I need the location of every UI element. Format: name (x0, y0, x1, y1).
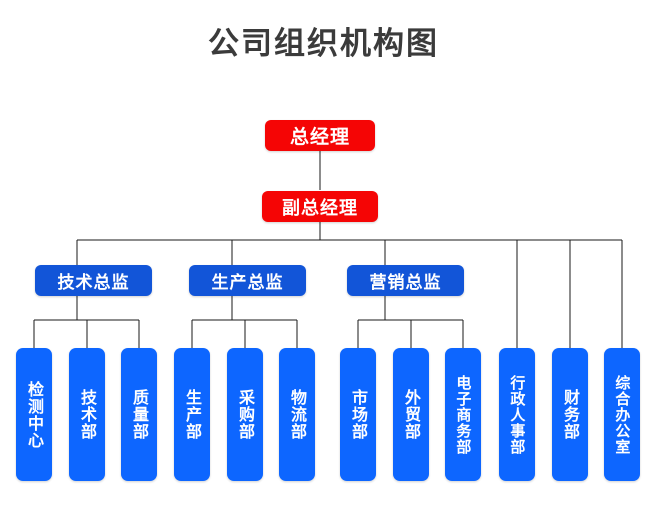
node-testing-center[interactable]: 检测中心 (16, 348, 52, 481)
node-technology-department[interactable]: 技术部 (69, 348, 105, 481)
node-market-department[interactable]: 市场部 (340, 348, 376, 481)
node-deputy-general-manager[interactable]: 副总经理 (262, 191, 378, 222)
node-general-office[interactable]: 综合办公室 (604, 348, 640, 481)
node-ecommerce-department[interactable]: 电子商务部 (445, 348, 481, 481)
page-title: 公司组织机构图 (208, 26, 439, 62)
node-production-department[interactable]: 生产部 (174, 348, 210, 481)
node-quality-department[interactable]: 质量部 (121, 348, 157, 481)
node-logistics-department[interactable]: 物流部 (279, 348, 315, 481)
node-administration-hr-department[interactable]: 行政人事部 (499, 348, 535, 481)
node-technical-director[interactable]: 技术总监 (35, 265, 152, 296)
node-procurement-department[interactable]: 采购部 (227, 348, 263, 481)
node-marketing-director[interactable]: 营销总监 (347, 265, 464, 296)
node-foreign-trade-department[interactable]: 外贸部 (393, 348, 429, 481)
node-general-manager[interactable]: 总经理 (265, 120, 375, 151)
node-production-director[interactable]: 生产总监 (189, 265, 306, 296)
node-finance-department[interactable]: 财务部 (552, 348, 588, 481)
